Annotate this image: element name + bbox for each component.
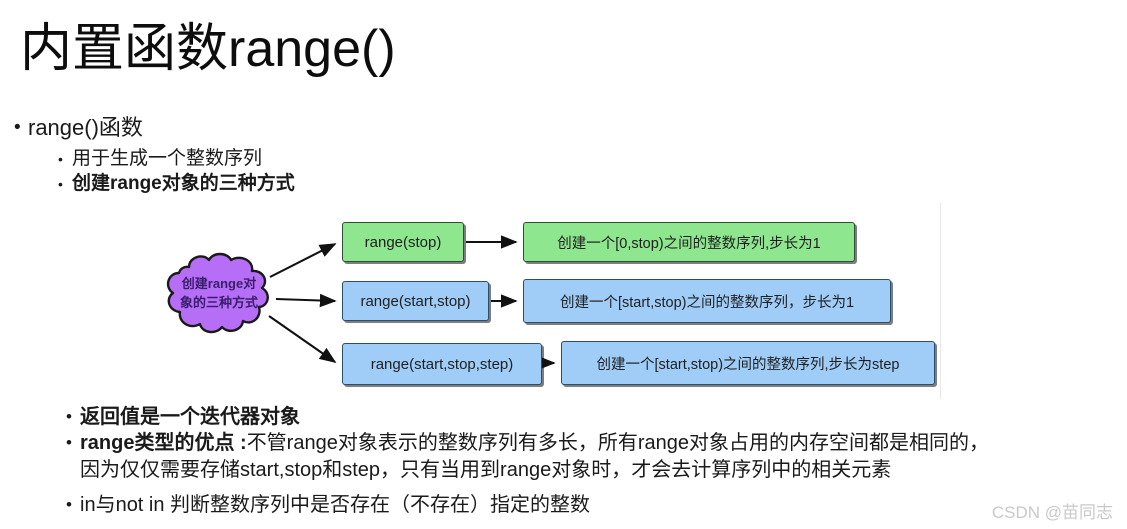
desc-range-start-stop-step: 创建一个[start,stop)之间的整数序列,步长为step [561, 341, 935, 385]
node-range-stop: range(stop) [342, 222, 464, 262]
bullet-item-generate-sequence: • 用于生成一个整数序列 [58, 146, 262, 172]
bullet-bold-lead: range类型的优点 : [80, 432, 247, 454]
bullet-label: 创建range对象的三种方式 [72, 173, 295, 194]
diagram-connectors [268, 235, 556, 370]
bullet-label: range()函数 [28, 115, 143, 140]
page-title: 内置函数range() [20, 20, 396, 78]
diagram-right-edge-divider [940, 203, 941, 399]
desc-range-stop: 创建一个[0,stop)之间的整数序列,步长为1 [523, 222, 855, 262]
cloud-node-label: 创建range对 象的三种方式 [159, 251, 279, 335]
cloud-label-line2: 象的三种方式 [179, 295, 258, 310]
node-range-start-stop: range(start,stop) [342, 281, 489, 321]
bullet-marker-icon: • [66, 433, 72, 452]
bullet-label: 返回值是一个迭代器对象 [80, 406, 300, 428]
bullet-marker-icon: • [58, 176, 63, 192]
bullet-label: in与not in 判断整数序列中是否存在（不存在）指定的整数 [80, 494, 591, 516]
connector-cloud-to-stop [269, 243, 337, 278]
bullet-item-three-ways: • 创建range对象的三种方式 [58, 171, 295, 197]
bullet-marker-icon: • [58, 151, 63, 167]
bullet-rest-line1: 不管range对象表示的整数序列有多长，所有range对象占用的内存空间都是相同… [246, 432, 989, 454]
cloud-label-line1: 创建range对 [181, 276, 257, 291]
connector-cloud-to-startstop [275, 293, 337, 308]
bullet-rest-line2: 因为仅仅需要存储start,stop和step，只有当用到range对象时，才会… [80, 459, 892, 481]
desc-range-start-stop: 创建一个[start,stop)之间的整数序列，步长为1 [523, 279, 891, 323]
bullet-item-range-advantages: • range类型的优点 :不管range对象表示的整数序列有多长，所有rang… [66, 430, 989, 484]
bullet-item-in-not-in: • in与not in 判断整数序列中是否存在（不存在）指定的整数 [66, 492, 590, 518]
bullet-marker-icon: • [66, 495, 72, 514]
cloud-node-three-ways: 创建range对 象的三种方式 [159, 251, 279, 335]
bullet-paragraph: range类型的优点 :不管range对象表示的整数序列有多长，所有range对… [80, 430, 989, 484]
csdn-watermark: CSDN @苗同志 [991, 503, 1113, 522]
connector-cloud-to-sss [268, 315, 337, 363]
bullet-label: 用于生成一个整数序列 [72, 148, 263, 169]
cloud-shape-icon [166, 252, 269, 334]
bullet-item-return-iterator: • 返回值是一个迭代器对象 [66, 404, 300, 430]
node-range-start-stop-step: range(start,stop,step) [342, 343, 542, 385]
bullet-marker-icon: • [66, 407, 72, 426]
range-creation-diagram: 创建range对 象的三种方式 range(stop) range(start,… [137, 203, 955, 399]
bullet-item-range-function: • range()函数 [14, 114, 143, 142]
bullet-marker-icon: • [14, 117, 21, 138]
